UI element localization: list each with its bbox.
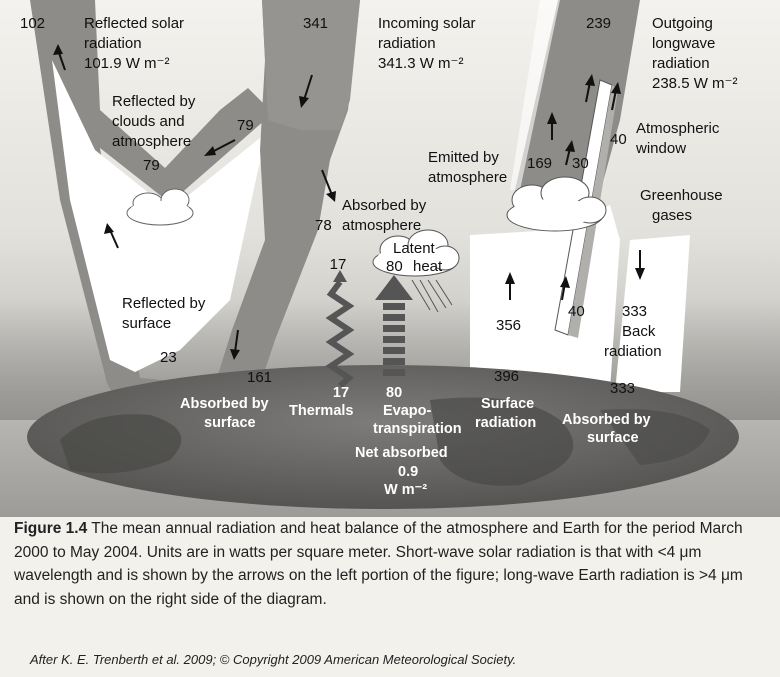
latent-heat-value: 80	[386, 258, 403, 275]
ground-surface-radiation-label: Surface radiation	[475, 396, 538, 431]
absorbed-atmosphere-value: 78	[315, 217, 332, 234]
surface-radiation-value: 356	[496, 317, 521, 334]
reflected-by-surface-label: Reflected by surface	[122, 295, 210, 332]
thermals-top-value: 17	[330, 256, 347, 273]
caption-text: The mean annual radiation and heat balan…	[14, 520, 743, 608]
latent-heat-cloud	[372, 229, 460, 277]
flow-arrows	[53, 44, 645, 360]
emitted-atmosphere-value: 169	[527, 155, 552, 172]
outgoing-longwave-value: 239	[586, 15, 611, 32]
surface-radiation-bottom-value: 396	[494, 368, 519, 385]
ground-thermals-value: 17	[333, 385, 349, 401]
reflected-solar-label: Reflected solar radiation 101.9 W m⁻²	[84, 15, 188, 72]
reflected-solar-band	[30, 0, 273, 400]
reflected-surface-value: 23	[160, 349, 177, 366]
reflected-clouds-value: 79	[143, 157, 160, 174]
net-absorbed-label: Net absorbed 0.9 W m⁻²	[355, 445, 452, 498]
absorbed-by-atmosphere-label: Absorbed by atmosphere	[342, 197, 430, 234]
evapotranspiration-arrow	[375, 275, 413, 376]
window-value: 30	[572, 155, 589, 172]
ground-absorbed-by-surface-label: Absorbed by surface	[180, 396, 273, 431]
ground-evapo-value: 80	[386, 385, 402, 401]
emitted-by-atmosphere-label: Emitted by atmosphere	[428, 149, 507, 186]
left-cloud	[126, 188, 194, 226]
back-radiation-label: 333 Back radiation	[604, 303, 662, 360]
outgoing-longwave-label: Outgoing longwave radiation 238.5 W m⁻²	[652, 15, 737, 92]
figure-caption: Figure 1.4 The mean annual radiation and…	[14, 517, 766, 611]
rain-streaks	[411, 279, 453, 313]
latent-heat-label: Latent heat	[393, 240, 443, 275]
thermals-arrow	[325, 270, 355, 389]
atmospheric-window-label: Atmospheric window	[635, 120, 724, 157]
ground-evapotranspiration-label: Evapo- transpiration	[373, 403, 462, 437]
earth-surface	[27, 365, 739, 509]
window-lower-value: 40	[568, 303, 585, 320]
greenhouse-cloud	[506, 176, 607, 232]
reflected-clouds-value-band: 79	[237, 117, 254, 134]
window-value-upper: 40	[610, 131, 627, 148]
incoming-solar-label: Incoming solar radiation 341.3 W m⁻²	[378, 15, 480, 72]
energy-balance-diagram: 102 Reflected solar radiation 101.9 W m⁻…	[0, 0, 780, 517]
greenhouse-gases-label: Greenhouse gases	[640, 187, 727, 224]
ground-thermals-label: Thermals	[289, 403, 353, 419]
figure-label: Figure 1.4	[14, 520, 88, 537]
ground-absorbed-by-surface-right-label: Absorbed by surface	[562, 412, 655, 446]
figure-credit: After K. E. Trenberth et al. 2009; © Cop…	[30, 652, 517, 667]
reflected-solar-value: 102	[20, 15, 45, 32]
back-radiation-plate	[615, 235, 690, 392]
absorbed-surface-value: 161	[247, 369, 272, 386]
incoming-solar-value: 341	[303, 15, 328, 32]
absorbed-back-value: 333	[610, 380, 635, 397]
reflected-by-clouds-label: Reflected by clouds and atmosphere	[112, 93, 200, 150]
